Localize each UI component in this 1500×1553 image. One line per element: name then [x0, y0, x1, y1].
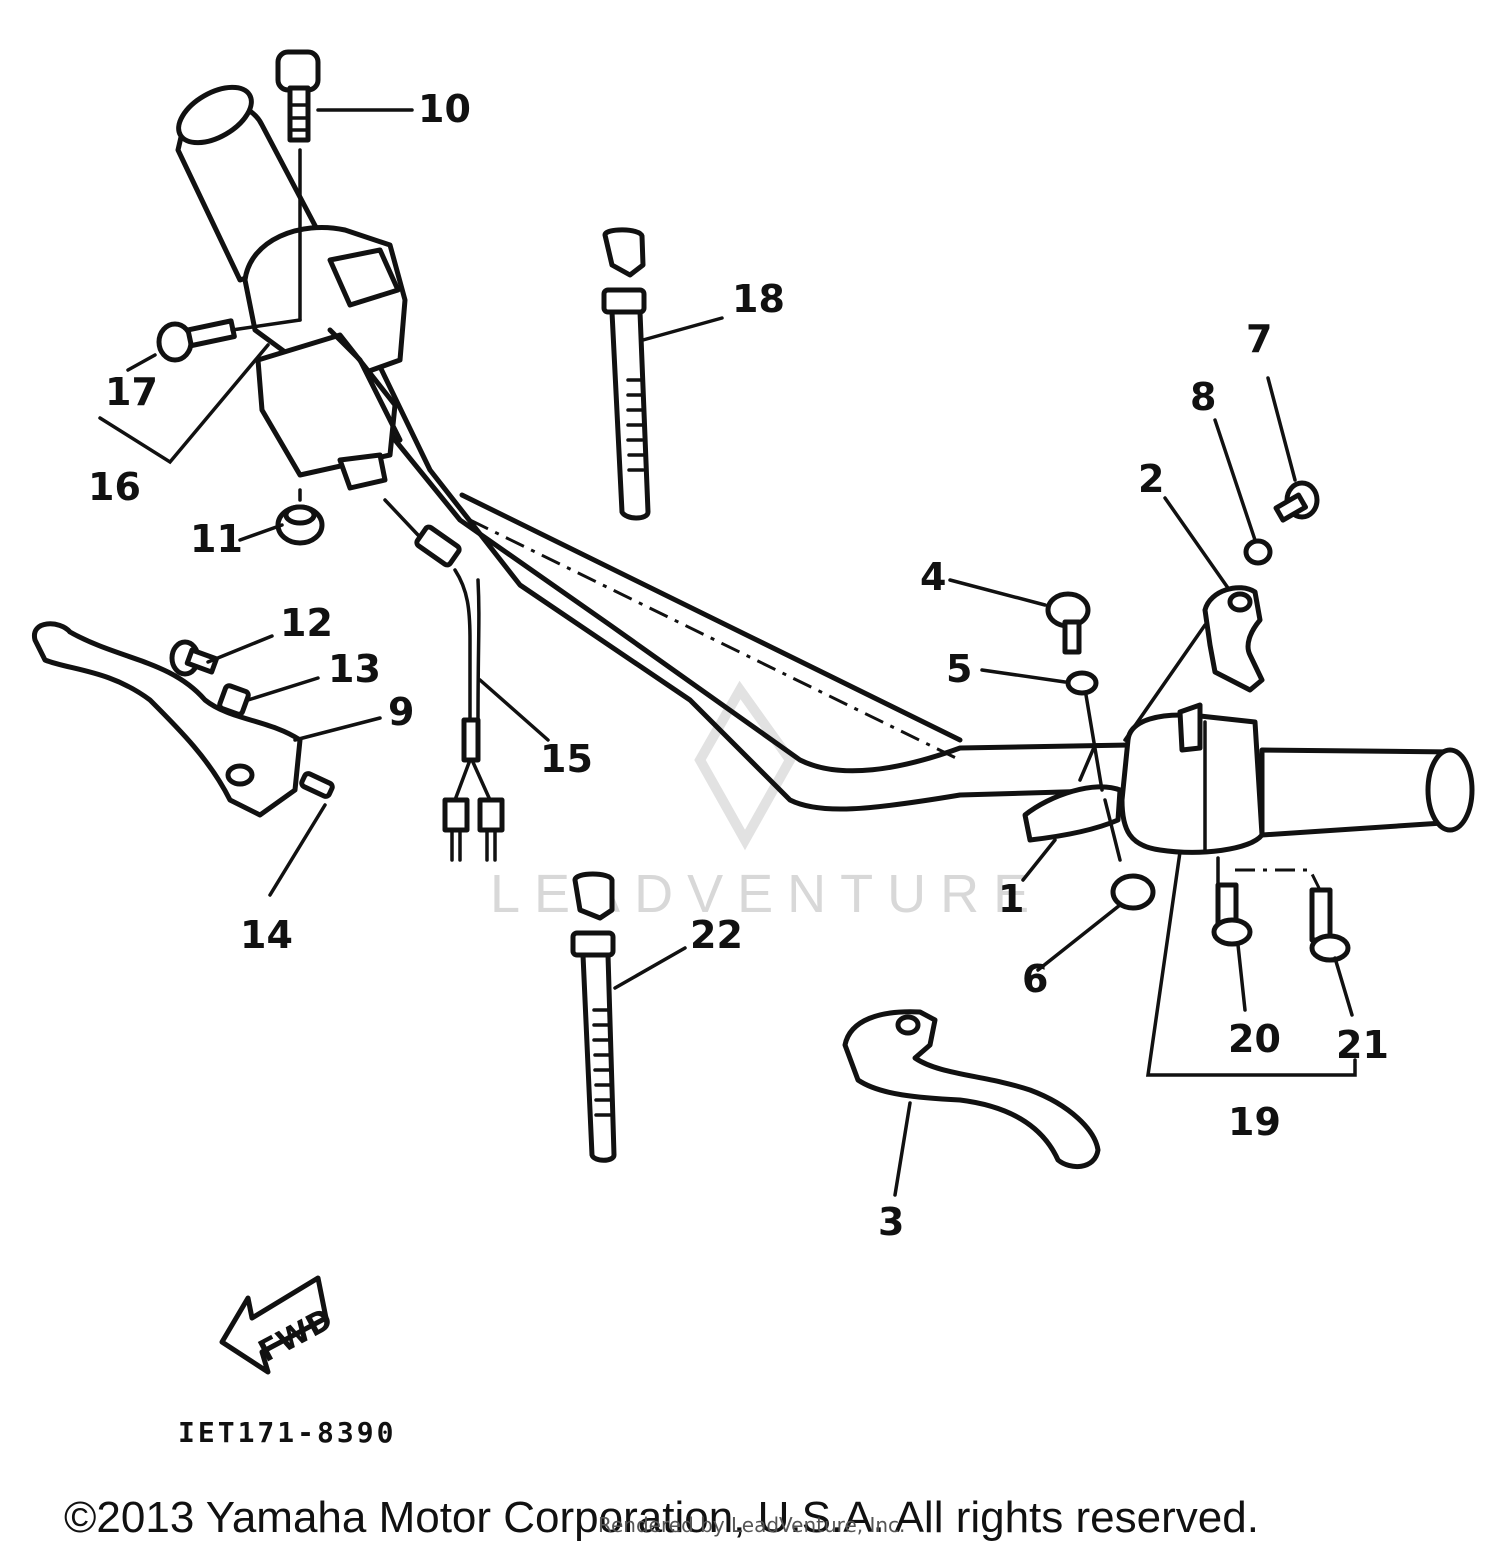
callout-5: 5 [946, 647, 972, 691]
callout-14: 14 [240, 913, 293, 957]
bolt-12 [169, 639, 219, 677]
nut-13 [217, 683, 251, 717]
callout-11: 11 [190, 517, 243, 561]
left-switch-assembly [242, 224, 408, 491]
right-grip [1259, 747, 1475, 838]
leadventure-watermark: LEADVENTURE [490, 680, 1043, 924]
callout-3: 3 [878, 1200, 904, 1244]
callout-16: 16 [88, 465, 141, 509]
washer-8 [1243, 538, 1273, 566]
callout-12: 12 [280, 601, 333, 645]
bolt-10 [275, 49, 321, 322]
cap-11 [275, 488, 325, 546]
copyright-notice: ©2013 Yamaha Motor Corporation, U.S.A. A… [64, 1493, 1259, 1542]
callout-17: 17 [105, 370, 158, 414]
rendered-by-notice: Rendered by LeadVenture, Inc. [598, 1513, 905, 1537]
callout-18: 18 [732, 277, 785, 321]
callout-6: 6 [1022, 957, 1048, 1001]
callout-19: 19 [1228, 1100, 1281, 1144]
fwd-arrow: FWD [219, 1275, 339, 1375]
bolt-4 [1045, 591, 1091, 655]
nut-6 [1103, 798, 1156, 911]
cable-tie-22 [570, 871, 617, 1163]
screw-14 [299, 771, 335, 799]
clutch-lever-9 [32, 621, 303, 818]
screw-21 [1235, 868, 1351, 963]
watermark-text: LEADVENTURE [490, 864, 1043, 924]
washer-5 [1065, 670, 1104, 792]
diagram-code: IET171-8390 [178, 1416, 396, 1449]
bracket-2 [1123, 585, 1265, 742]
brake-lever-3 [842, 1009, 1101, 1170]
callout-8: 8 [1190, 375, 1216, 419]
screw-7 [1273, 480, 1320, 523]
callout-7: 7 [1246, 317, 1272, 361]
callout-1: 1 [998, 877, 1024, 921]
handlebar [327, 312, 1133, 812]
callout-15: 15 [540, 737, 593, 781]
cable-tie-18 [601, 227, 651, 521]
screw-17 [156, 318, 302, 363]
callout-labels: 10 18 7 8 2 4 5 17 16 11 12 13 9 15 14 2… [88, 87, 1389, 1244]
callout-13: 13 [328, 647, 381, 691]
callout-22: 22 [690, 913, 743, 957]
callout-10: 10 [418, 87, 471, 131]
lever-holder-1 [1022, 743, 1123, 843]
callout-21: 21 [1336, 1023, 1389, 1067]
leader-lines [98, 108, 1357, 1197]
throttle-housing-19 [1119, 702, 1265, 855]
callout-2: 2 [1138, 457, 1164, 501]
callout-9: 9 [388, 690, 414, 734]
callout-20: 20 [1228, 1017, 1281, 1061]
clutch-switch-wire-15 [383, 498, 505, 862]
callout-4: 4 [920, 555, 946, 599]
screw-20 [1211, 856, 1253, 947]
